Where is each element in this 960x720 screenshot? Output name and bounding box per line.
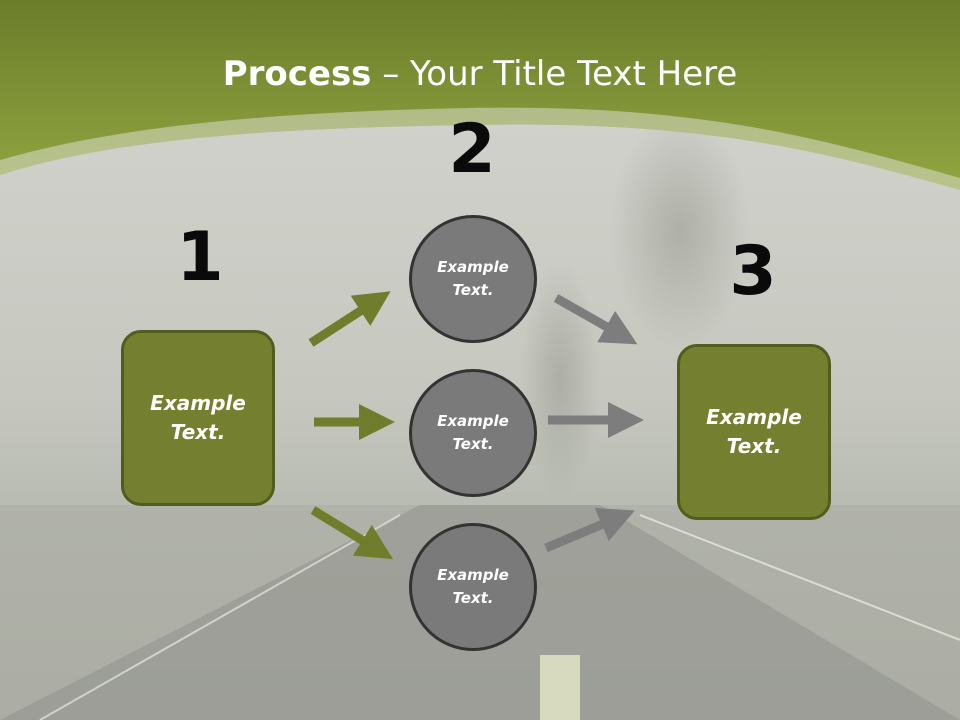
tornado-shape — [610, 110, 750, 350]
title-bold: Process — [222, 54, 372, 94]
road-edge-left — [39, 514, 401, 720]
road-marking — [540, 655, 580, 720]
slide-title: Process – Your Title Text Here — [0, 52, 960, 96]
step-number-3: 3 — [729, 232, 777, 311]
title-rest: – Your Title Text Here — [371, 54, 738, 94]
arrow-top-to-right — [553, 294, 638, 345]
header-band — [0, 0, 960, 190]
road-edge-right — [639, 514, 960, 641]
arrow-bottom-to-right — [544, 507, 635, 553]
tornado-funnel — [520, 260, 600, 500]
step-number-1: 1 — [176, 218, 224, 297]
step-number-2: 2 — [448, 110, 496, 189]
arrow-left-to-bottom — [310, 506, 394, 560]
header-swoosh — [0, 107, 960, 190]
arrow-left-to-top — [308, 291, 391, 347]
